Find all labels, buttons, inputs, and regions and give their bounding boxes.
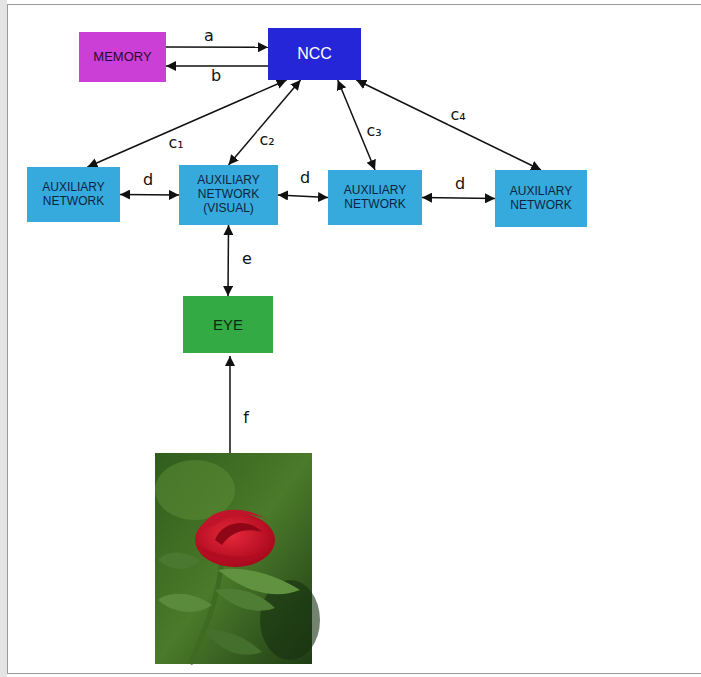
box-label: AUXILIARY NETWORK [499, 185, 583, 213]
connection-letter: d [298, 169, 312, 187]
connector-arrow [227, 225, 229, 296]
input-arrow [229, 356, 231, 453]
connector-arrow [422, 198, 495, 199]
connector-arrow [229, 80, 301, 165]
network-box: AUXILIARY NETWORK [328, 170, 422, 225]
connection-letter: d [453, 175, 467, 193]
connector-arrow [278, 195, 328, 198]
connection-letter: b [209, 67, 223, 85]
page-margin [0, 0, 7, 677]
box-label: MEMORY [93, 50, 151, 65]
network-box: AUXILIARY NETWORK [495, 170, 587, 227]
connection-letter: c₄ [448, 106, 467, 124]
connector-arrow [87, 80, 286, 167]
connection-letter: d [141, 171, 155, 189]
frame-border [8, 5, 701, 674]
network-box: EYE [183, 296, 273, 353]
box-label: AUXILIARY NETWORK [332, 184, 418, 212]
rose-photo [155, 453, 320, 664]
network-box: NCC [268, 28, 361, 80]
network-box: AUXILIARY NETWORK [27, 167, 120, 222]
network-box: AUXILIARY NETWORK (VISUAL) [179, 165, 278, 225]
connection-letter: a [202, 27, 216, 45]
connection-letter: f [241, 409, 251, 427]
connector-arrow [166, 46, 268, 48]
box-label: EYE [213, 316, 243, 333]
box-label: AUXILIARY NETWORK [31, 181, 116, 209]
connection-letter: c₃ [364, 122, 383, 140]
connection-letter: c₂ [257, 131, 276, 149]
box-label: AUXILIARY NETWORK (VISUAL) [183, 174, 274, 215]
box-label: NCC [297, 45, 332, 63]
connection-letter: c₁ [166, 134, 185, 152]
network-box: MEMORY [79, 32, 166, 82]
connection-letter: e [240, 250, 254, 268]
connector-arrow [120, 194, 179, 196]
connector-arrow [356, 80, 541, 170]
